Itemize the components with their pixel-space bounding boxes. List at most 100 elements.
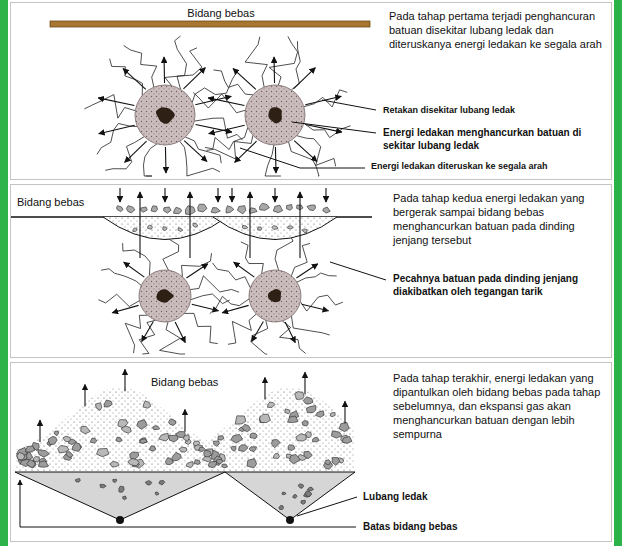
rock-fragment	[178, 228, 183, 232]
crack-line	[318, 176, 319, 177]
leader-line	[330, 262, 386, 280]
rock-fragment	[39, 461, 49, 468]
crack-line	[280, 321, 300, 348]
rock-fragment	[289, 454, 300, 464]
crack-line	[302, 243, 310, 245]
rock-fragment	[302, 421, 308, 426]
rock-fragment	[273, 205, 282, 212]
crack-line	[288, 36, 292, 43]
crack-line	[122, 243, 123, 251]
crack-line	[125, 315, 147, 345]
part-label: Batas bidang bebas	[363, 521, 503, 534]
energy-arrow	[189, 192, 190, 258]
rock-fragment	[271, 439, 280, 447]
crack-line	[190, 276, 231, 292]
leader-arrow	[20, 480, 356, 527]
energy-arrow	[84, 384, 85, 406]
rock-fragment	[307, 487, 313, 491]
crack-line	[130, 50, 156, 87]
crack-line	[142, 353, 149, 355]
stage-description: Pada tahap terakhir, energi ledakan yang…	[393, 371, 608, 441]
blast-hole	[156, 107, 175, 124]
blast-hole	[286, 516, 294, 524]
crack-line	[98, 300, 105, 303]
rock-fragment	[282, 492, 286, 495]
energy-arrow	[222, 305, 248, 312]
energy-arrow	[304, 372, 305, 394]
energy-arrow	[99, 125, 135, 133]
energy-arrow	[175, 322, 185, 343]
rock-fragment	[75, 479, 80, 483]
energy-arrow	[249, 192, 250, 258]
energy-arrow	[233, 69, 256, 90]
crack-line	[232, 73, 236, 80]
stage-description: Pada tahap kedua energi ledakan yang ber…	[393, 191, 608, 247]
energy-arrow	[235, 141, 257, 162]
leader-line	[297, 497, 357, 516]
rock-fragment	[153, 426, 160, 430]
crack-line	[180, 354, 185, 355]
rock-fragment	[235, 416, 246, 424]
rock-fragment	[119, 486, 124, 492]
rock-fragment	[323, 207, 331, 213]
rock-fragment	[38, 450, 50, 458]
rock-fragment	[250, 433, 257, 439]
crack-line	[251, 320, 268, 354]
rock-fragment	[298, 484, 304, 488]
crack-line	[277, 176, 281, 177]
rock-fragment	[137, 420, 147, 430]
rock-fragment	[116, 437, 122, 442]
crack-line	[84, 105, 91, 109]
leader-lines	[20, 100, 386, 527]
blast-hole	[268, 289, 281, 302]
rock-fragment	[159, 480, 165, 485]
crushed-zone	[135, 85, 195, 145]
rock-fragment	[226, 206, 234, 213]
rock-fragment	[117, 206, 124, 212]
stage-one-art	[84, 36, 350, 176]
crack-line	[245, 245, 263, 273]
rock-fragment	[242, 424, 251, 431]
rock-fragment	[148, 225, 153, 229]
frame-bar	[0, 0, 8, 546]
crushed-zone	[139, 270, 191, 322]
energy-arrow	[123, 69, 146, 90]
part-label: Bidang bebas	[17, 195, 107, 209]
crack-line	[269, 43, 297, 85]
rock-fragment	[287, 226, 293, 229]
rock-fragment	[54, 431, 59, 436]
rock-fragment	[145, 481, 152, 485]
rock-fragment	[63, 436, 71, 442]
energy-arrow	[299, 192, 300, 258]
crack-line	[184, 313, 211, 342]
energy-arrow	[165, 147, 167, 173]
rock-fragment	[121, 426, 131, 433]
rock-fragment	[155, 492, 159, 495]
crack-line	[112, 66, 143, 95]
crack-line	[101, 269, 109, 270]
crack-line	[228, 343, 236, 344]
free-face-limit	[15, 472, 355, 473]
energy-arrow	[296, 264, 317, 278]
crack-line	[190, 48, 197, 51]
rock-fragment	[288, 416, 299, 423]
rock-fragment	[231, 434, 243, 443]
crushed-zone	[249, 270, 301, 322]
crack-line	[258, 37, 260, 45]
rock-fragment	[273, 454, 279, 459]
stage-panel: Bidang bebas Pada tahap kedua energi leda…	[10, 184, 612, 358]
rock-fragment	[141, 207, 148, 212]
crack-line	[340, 90, 348, 93]
energy-arrow	[98, 98, 134, 106]
crack-line	[165, 41, 187, 86]
rock-fragment	[113, 479, 117, 482]
rock-fragment	[342, 436, 352, 443]
crater-outline	[225, 472, 355, 520]
crack-line	[329, 275, 337, 276]
energy-arrow	[142, 321, 154, 341]
stage-panel: Bidang bebasPada tahap terakhir, energi …	[10, 362, 612, 542]
crack-line	[210, 308, 216, 313]
rock-fragment	[168, 435, 178, 442]
energy-arrow	[344, 401, 345, 423]
energy-arrow	[163, 57, 165, 83]
